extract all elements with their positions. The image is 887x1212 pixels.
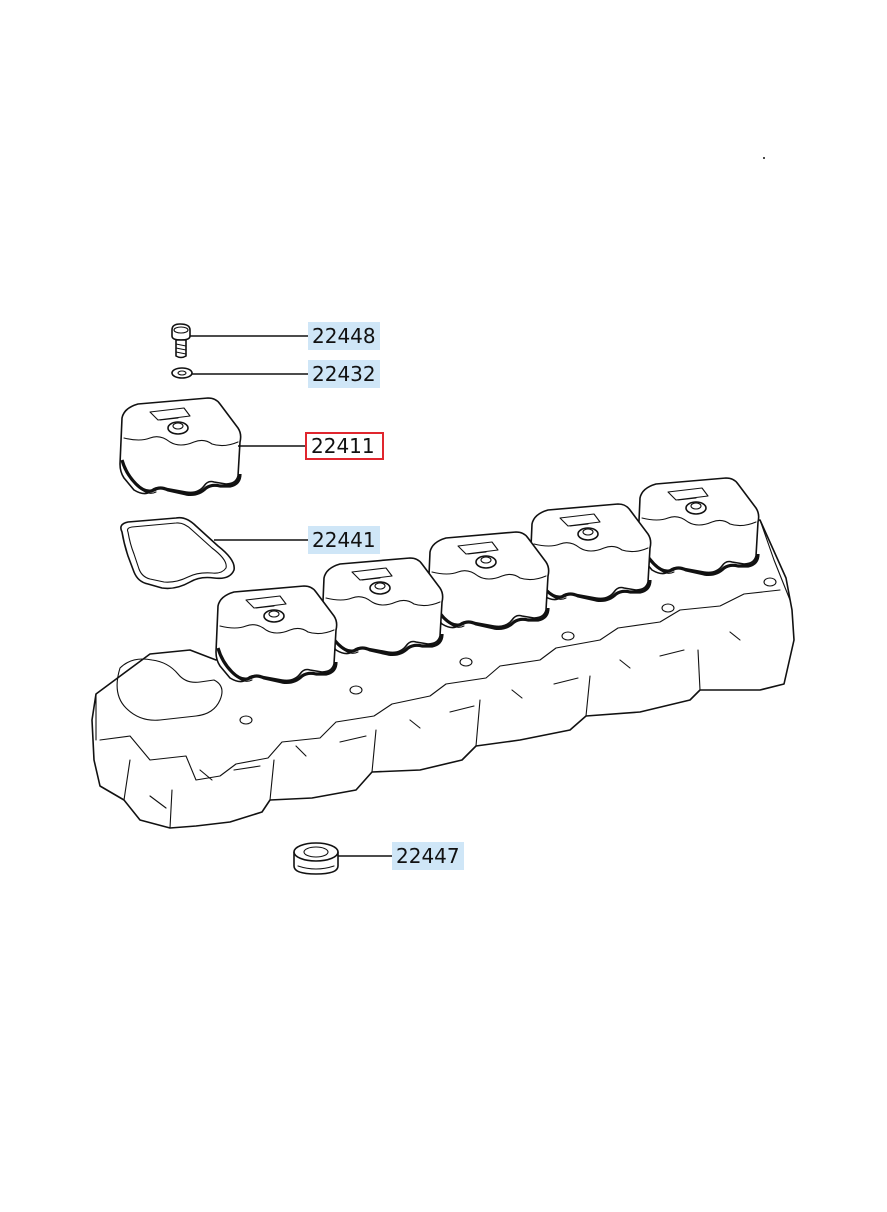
part-label-rocker-cover[interactable]: 22411 [305, 432, 384, 460]
part-label-gasket[interactable]: 22441 [308, 526, 380, 554]
part-label-washer[interactable]: 22432 [308, 360, 380, 388]
washer-icon [171, 367, 193, 379]
bolt-icon [171, 323, 191, 359]
rocker-cover-icon [118, 396, 243, 496]
part-label-bolt[interactable]: 22448 [308, 322, 380, 350]
gasket-icon [120, 516, 235, 590]
cylinder-head-assembly [91, 476, 795, 829]
part-label-plug-seal[interactable]: 22447 [392, 842, 464, 870]
plug-seal-icon [293, 842, 339, 875]
